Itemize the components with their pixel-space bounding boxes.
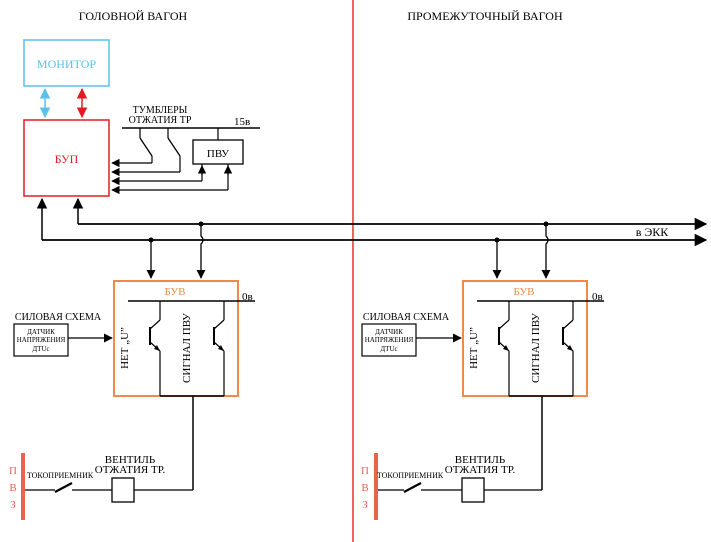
toggle-switch-1	[139, 137, 153, 157]
ekk-label: в ЭКК	[636, 225, 670, 239]
bup-label: БУП	[55, 152, 79, 166]
voltage-15v-label: 15в	[234, 116, 250, 128]
pvu-box	[192, 139, 244, 165]
buv-left-box	[113, 280, 239, 397]
pvz-rail-right	[374, 453, 378, 520]
header-lead-car: ГОЛОВНОЙ ВАГОН	[79, 9, 188, 23]
sensor-left-line2: НАПРЯЖЕНИЯ	[17, 336, 66, 344]
buv-right-t1-arrow	[503, 345, 509, 351]
sensor-right-line1: ДАТЧИК	[375, 328, 403, 336]
valve-right-coil	[461, 477, 485, 503]
valve-right-line1: ВЕНТИЛЬ	[455, 454, 505, 466]
pvu-label: ПВУ	[207, 148, 229, 160]
buv-left-group: БУВ 0в НЕТ „U” СИГНАЛ ПВУ СИЛОВАЯ СХЕМА …	[9, 221, 255, 520]
sensor-left-line1: ДАТЧИК	[27, 328, 55, 336]
pvz-left-v: В	[9, 482, 16, 494]
valve-left-line2: ОТЖАТИЯ ТР.	[95, 464, 166, 476]
buv-right-t2-arrow	[567, 345, 573, 351]
pantograph-right-label: ТОКОПРИЕМНИК	[377, 471, 444, 480]
sensor-box-right	[361, 323, 417, 357]
buv-right-box	[462, 280, 588, 397]
toggle-switch-2	[167, 137, 181, 157]
power-scheme-left: СИЛОВАЯ СХЕМА	[15, 312, 102, 323]
bus-to-buv-left-2	[196, 224, 206, 279]
buv-right-t1-c	[498, 319, 510, 330]
pantograph-left-contact	[54, 482, 73, 493]
pvz-left-p: П	[9, 465, 17, 477]
bup-box	[23, 119, 110, 197]
bus-to-buv-right-2	[541, 224, 551, 279]
monitor-box	[23, 39, 110, 87]
buv-left-0v-label: 0в	[242, 291, 253, 303]
valve-left-line1: ВЕНТИЛЬ	[105, 454, 155, 466]
power-scheme-right: СИЛОВАЯ СХЕМА	[363, 312, 450, 323]
buv-right-0v-label: 0в	[592, 291, 603, 303]
buv-left-t2-c	[213, 319, 225, 330]
pvz-rail-left	[21, 453, 25, 520]
monitor-label: МОНИТОР	[37, 57, 97, 71]
sensor-right-line2: НАПРЯЖЕНИЯ	[365, 336, 414, 344]
valve-right-line2: ОТЖАТИЯ ТР.	[445, 464, 516, 476]
sensor-right-line3: ДТUс	[380, 345, 397, 353]
buv-right-group: БУВ 0в НЕТ „U” СИГНАЛ ПВУ СИЛОВАЯ СХЕМА …	[361, 221, 604, 520]
buv-left-signal-pvu: СИГНАЛ ПВУ	[181, 313, 193, 383]
buv-right-t2-c	[562, 319, 574, 330]
switches-label-1: ТУМБЛЕРЫ	[133, 105, 188, 116]
buv-left-t1-arrow	[154, 345, 160, 351]
pvz-right-z: З	[362, 499, 368, 511]
valve-left-coil	[111, 477, 135, 503]
pvz-right-p: П	[361, 465, 369, 477]
pantograph-right-contact	[403, 482, 422, 493]
buv-left-t2-arrow	[218, 345, 224, 351]
sensor-box-left	[13, 323, 69, 357]
header-middle-car: ПРОМЕЖУТОЧНЫЙ ВАГОН	[407, 9, 563, 23]
switches-label-2: ОТЖАТИЯ ТР	[129, 115, 192, 126]
buv-right-signal-pvu: СИГНАЛ ПВУ	[530, 313, 542, 383]
buv-right-no-u: НЕТ „U”	[468, 327, 480, 369]
sensor-left-line3: ДТUс	[32, 345, 49, 353]
buv-left-no-u: НЕТ „U”	[119, 327, 131, 369]
buv-right-label: БУВ	[513, 286, 534, 298]
pvz-right-v: В	[361, 482, 368, 494]
buv-left-t1-c	[149, 319, 161, 330]
buv-left-label: БУВ	[164, 286, 185, 298]
pvz-left-z: З	[10, 499, 16, 511]
pantograph-left-label: ТОКОПРИЕМНИК	[27, 471, 94, 480]
